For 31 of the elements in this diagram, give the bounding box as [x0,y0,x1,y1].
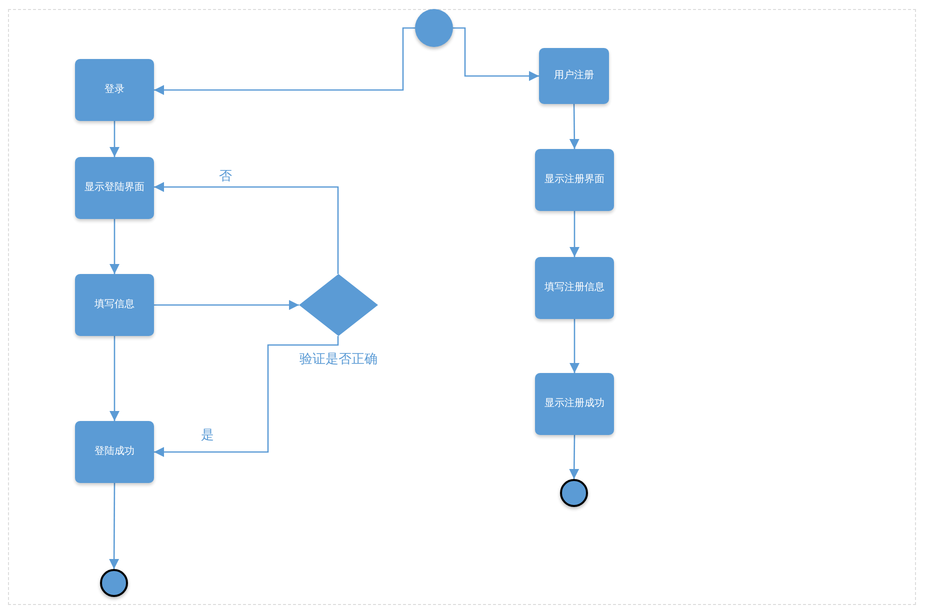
box-label: 登录 [104,84,124,96]
box-label: 用户注册 [554,70,594,82]
box-label: 填写信息 [94,298,134,312]
box-label: 填写注册信息 [544,282,604,294]
edge-label: 是 [200,429,215,442]
box-label: 显示注册界面 [544,174,604,186]
process-box [535,149,614,211]
arrow [570,211,580,257]
arrow [154,27,415,95]
arrow [110,219,120,274]
process-box [75,157,154,219]
process-box [75,59,154,121]
arrow [109,483,120,569]
arrow [110,121,120,157]
box-label: 显示注册成功 [544,398,604,410]
arrow [570,319,580,373]
arrow [453,27,539,81]
box-label: 显示登陆界面 [84,182,144,194]
arrow [154,300,299,310]
arrow [110,336,120,421]
process-box [75,421,154,483]
process-box [539,48,609,104]
box-label: 登陆成功 [94,446,134,458]
arrow [154,182,339,274]
edge-label: 否 [218,170,233,183]
process-box [535,373,614,435]
arrow [569,435,580,479]
process-box [535,257,614,319]
arrow [154,336,339,457]
process-box [75,274,154,336]
arrow [569,104,580,149]
